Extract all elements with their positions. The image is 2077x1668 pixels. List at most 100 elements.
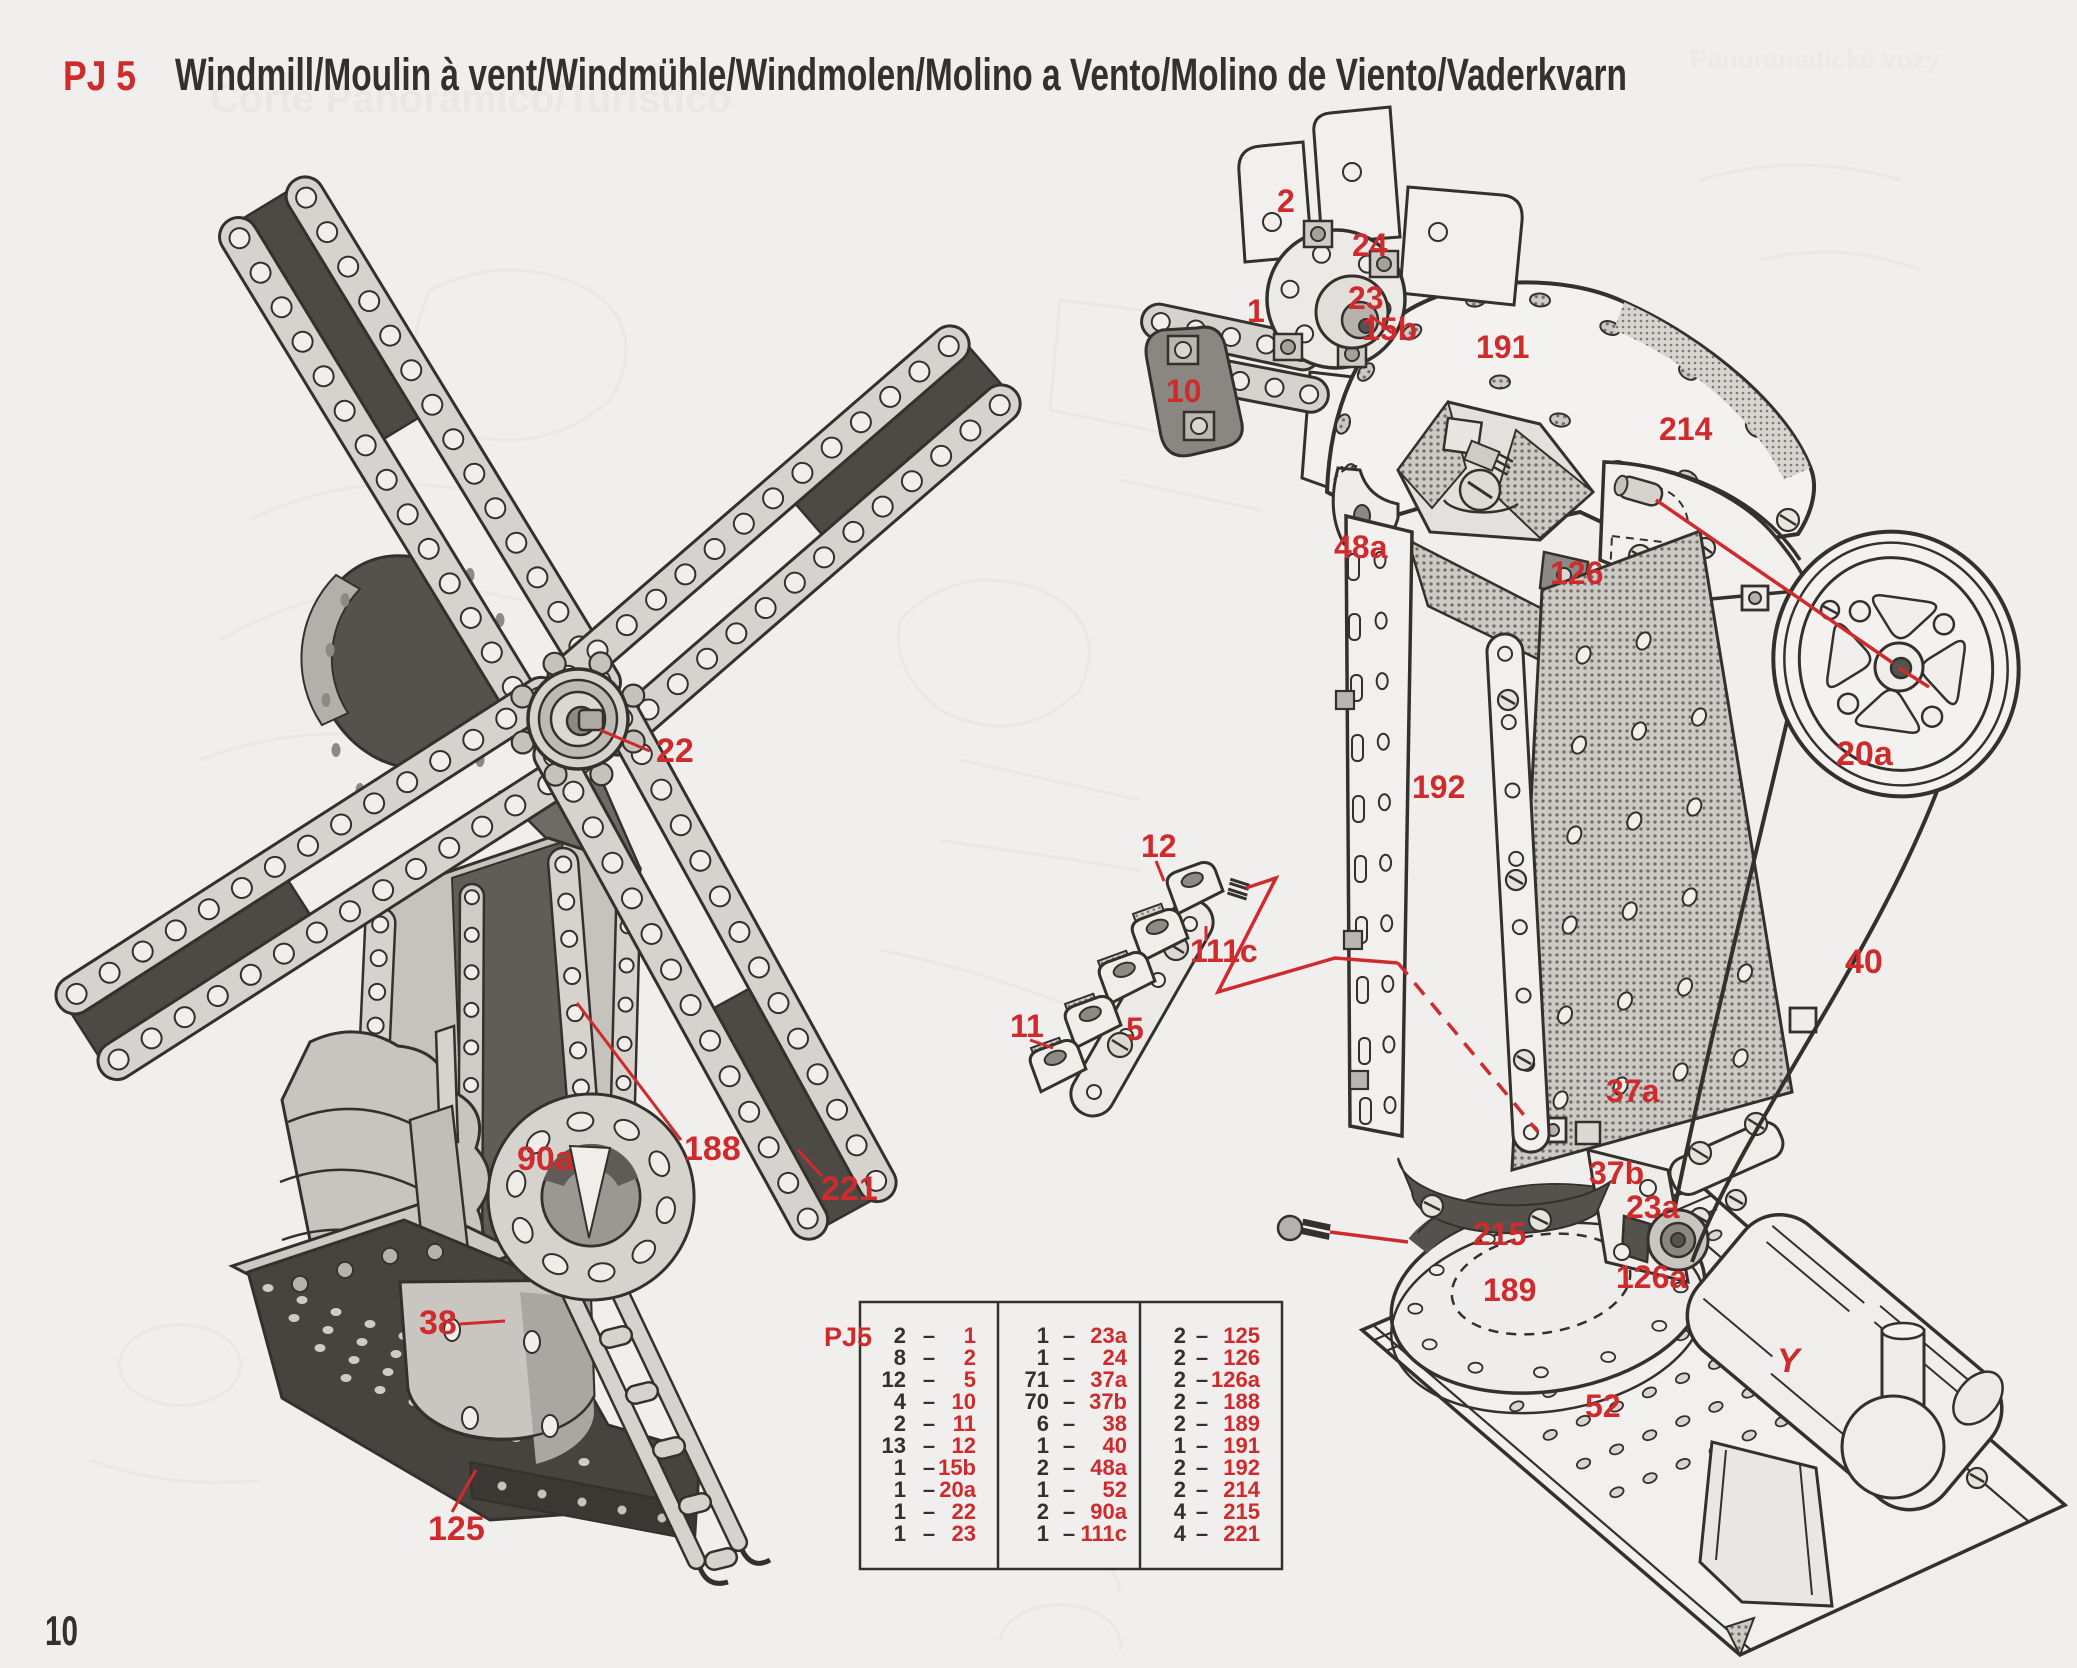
svg-text:221: 221 [821, 1170, 878, 1208]
svg-text:–: – [923, 1433, 935, 1458]
svg-text:189: 189 [1483, 1272, 1536, 1308]
svg-text:–: – [1063, 1367, 1075, 1392]
svg-text:192: 192 [1412, 769, 1465, 805]
svg-text:–: – [1196, 1433, 1208, 1458]
svg-text:1: 1 [1037, 1323, 1049, 1348]
svg-text:4: 4 [894, 1389, 907, 1414]
svg-text:111c: 111c [1080, 1521, 1127, 1546]
svg-text:23a: 23a [1090, 1323, 1127, 1348]
svg-text:2: 2 [1174, 1477, 1186, 1502]
svg-text:24: 24 [1103, 1345, 1128, 1370]
svg-text:5: 5 [1126, 1011, 1144, 1047]
svg-text:191: 191 [1223, 1433, 1260, 1458]
svg-text:12: 12 [882, 1367, 906, 1392]
svg-text:10: 10 [952, 1389, 976, 1414]
svg-text:1: 1 [964, 1323, 976, 1348]
svg-text:–: – [1063, 1477, 1075, 1502]
svg-text:125: 125 [428, 1510, 485, 1548]
svg-text:2: 2 [1277, 183, 1295, 219]
svg-text:–: – [1196, 1323, 1208, 1348]
svg-text:20a: 20a [1836, 735, 1894, 773]
svg-text:40: 40 [1103, 1433, 1127, 1458]
svg-text:–: – [1063, 1455, 1075, 1480]
svg-text:6: 6 [1037, 1411, 1049, 1436]
svg-text:–: – [1196, 1411, 1208, 1436]
svg-text:–: – [923, 1389, 935, 1414]
svg-text:1: 1 [1037, 1521, 1049, 1546]
svg-text:–: – [923, 1411, 935, 1436]
svg-text:20a: 20a [939, 1477, 976, 1502]
svg-text:71: 71 [1025, 1367, 1049, 1392]
svg-text:–: – [1196, 1477, 1208, 1502]
svg-text:2: 2 [894, 1323, 906, 1348]
svg-text:–: – [923, 1345, 935, 1370]
svg-text:38: 38 [419, 1304, 457, 1342]
svg-text:2: 2 [1174, 1411, 1186, 1436]
svg-text:52: 52 [1585, 1388, 1621, 1424]
svg-text:191: 191 [1476, 329, 1529, 365]
svg-text:–: – [1063, 1521, 1075, 1546]
svg-text:–: – [923, 1521, 935, 1546]
svg-text:22: 22 [952, 1499, 976, 1524]
svg-text:214: 214 [1659, 411, 1713, 447]
svg-text:2: 2 [964, 1345, 976, 1370]
svg-text:10: 10 [1166, 373, 1202, 409]
svg-text:11: 11 [1010, 1008, 1044, 1044]
svg-text:4: 4 [1174, 1499, 1187, 1524]
svg-text:–: – [923, 1367, 935, 1392]
svg-text:–: – [923, 1499, 935, 1524]
svg-text:111c: 111c [1190, 933, 1258, 969]
svg-text:37a: 37a [1606, 1073, 1660, 1109]
svg-text:–: – [923, 1477, 935, 1502]
svg-text:–: – [1196, 1499, 1208, 1524]
svg-text:13: 13 [882, 1433, 906, 1458]
svg-text:192: 192 [1223, 1455, 1260, 1480]
svg-text:126: 126 [1223, 1345, 1260, 1370]
svg-text:–: – [1196, 1345, 1208, 1370]
svg-text:1: 1 [1174, 1433, 1186, 1458]
svg-text:90a: 90a [517, 1140, 575, 1178]
svg-text:2: 2 [1174, 1345, 1186, 1370]
svg-text:70: 70 [1025, 1389, 1049, 1414]
svg-text:1: 1 [1037, 1477, 1049, 1502]
svg-text:2: 2 [1037, 1455, 1049, 1480]
svg-text:Windmill/Moulin à vent/Windmüh: Windmill/Moulin à vent/Windmühle/Windmol… [175, 49, 1627, 100]
svg-text:–: – [1196, 1455, 1208, 1480]
svg-text:PJ 5: PJ 5 [63, 52, 136, 99]
svg-text:PJ5: PJ5 [824, 1322, 872, 1352]
svg-text:125: 125 [1223, 1323, 1260, 1348]
svg-text:37b: 37b [1089, 1389, 1127, 1414]
svg-text:90a: 90a [1090, 1499, 1127, 1524]
svg-text:48a: 48a [1334, 529, 1388, 565]
svg-text:37b: 37b [1589, 1155, 1644, 1191]
svg-text:2: 2 [1037, 1499, 1049, 1524]
svg-text:2: 2 [1174, 1389, 1186, 1414]
svg-text:–: – [1063, 1433, 1075, 1458]
svg-text:–: – [923, 1323, 935, 1348]
svg-text:–: – [1196, 1521, 1208, 1546]
svg-text:1: 1 [894, 1455, 906, 1480]
svg-text:2: 2 [1174, 1455, 1186, 1480]
svg-text:12: 12 [952, 1433, 976, 1458]
svg-text:1: 1 [894, 1521, 906, 1546]
svg-text:–: – [1063, 1389, 1075, 1414]
svg-text:23a: 23a [1626, 1189, 1680, 1225]
svg-text:–: – [1063, 1345, 1075, 1370]
svg-text:Corte Panoramico/Turistico: Corte Panoramico/Turistico [210, 77, 732, 121]
svg-text:48a: 48a [1090, 1455, 1127, 1480]
svg-text:–: – [1063, 1411, 1075, 1436]
svg-text:215: 215 [1223, 1499, 1260, 1524]
svg-text:1: 1 [1247, 293, 1265, 329]
svg-text:15b: 15b [1362, 311, 1417, 347]
svg-text:189: 189 [1223, 1411, 1260, 1436]
svg-text:2: 2 [1174, 1323, 1186, 1348]
svg-text:1: 1 [1037, 1433, 1049, 1458]
svg-text:188: 188 [1223, 1389, 1260, 1414]
svg-text:–: – [1196, 1389, 1208, 1414]
svg-text:215: 215 [1473, 1216, 1526, 1252]
svg-text:11: 11 [953, 1411, 976, 1436]
svg-text:5: 5 [964, 1367, 976, 1392]
svg-text:38: 38 [1103, 1411, 1127, 1436]
svg-text:1: 1 [894, 1477, 906, 1502]
svg-text:1: 1 [1037, 1345, 1049, 1370]
